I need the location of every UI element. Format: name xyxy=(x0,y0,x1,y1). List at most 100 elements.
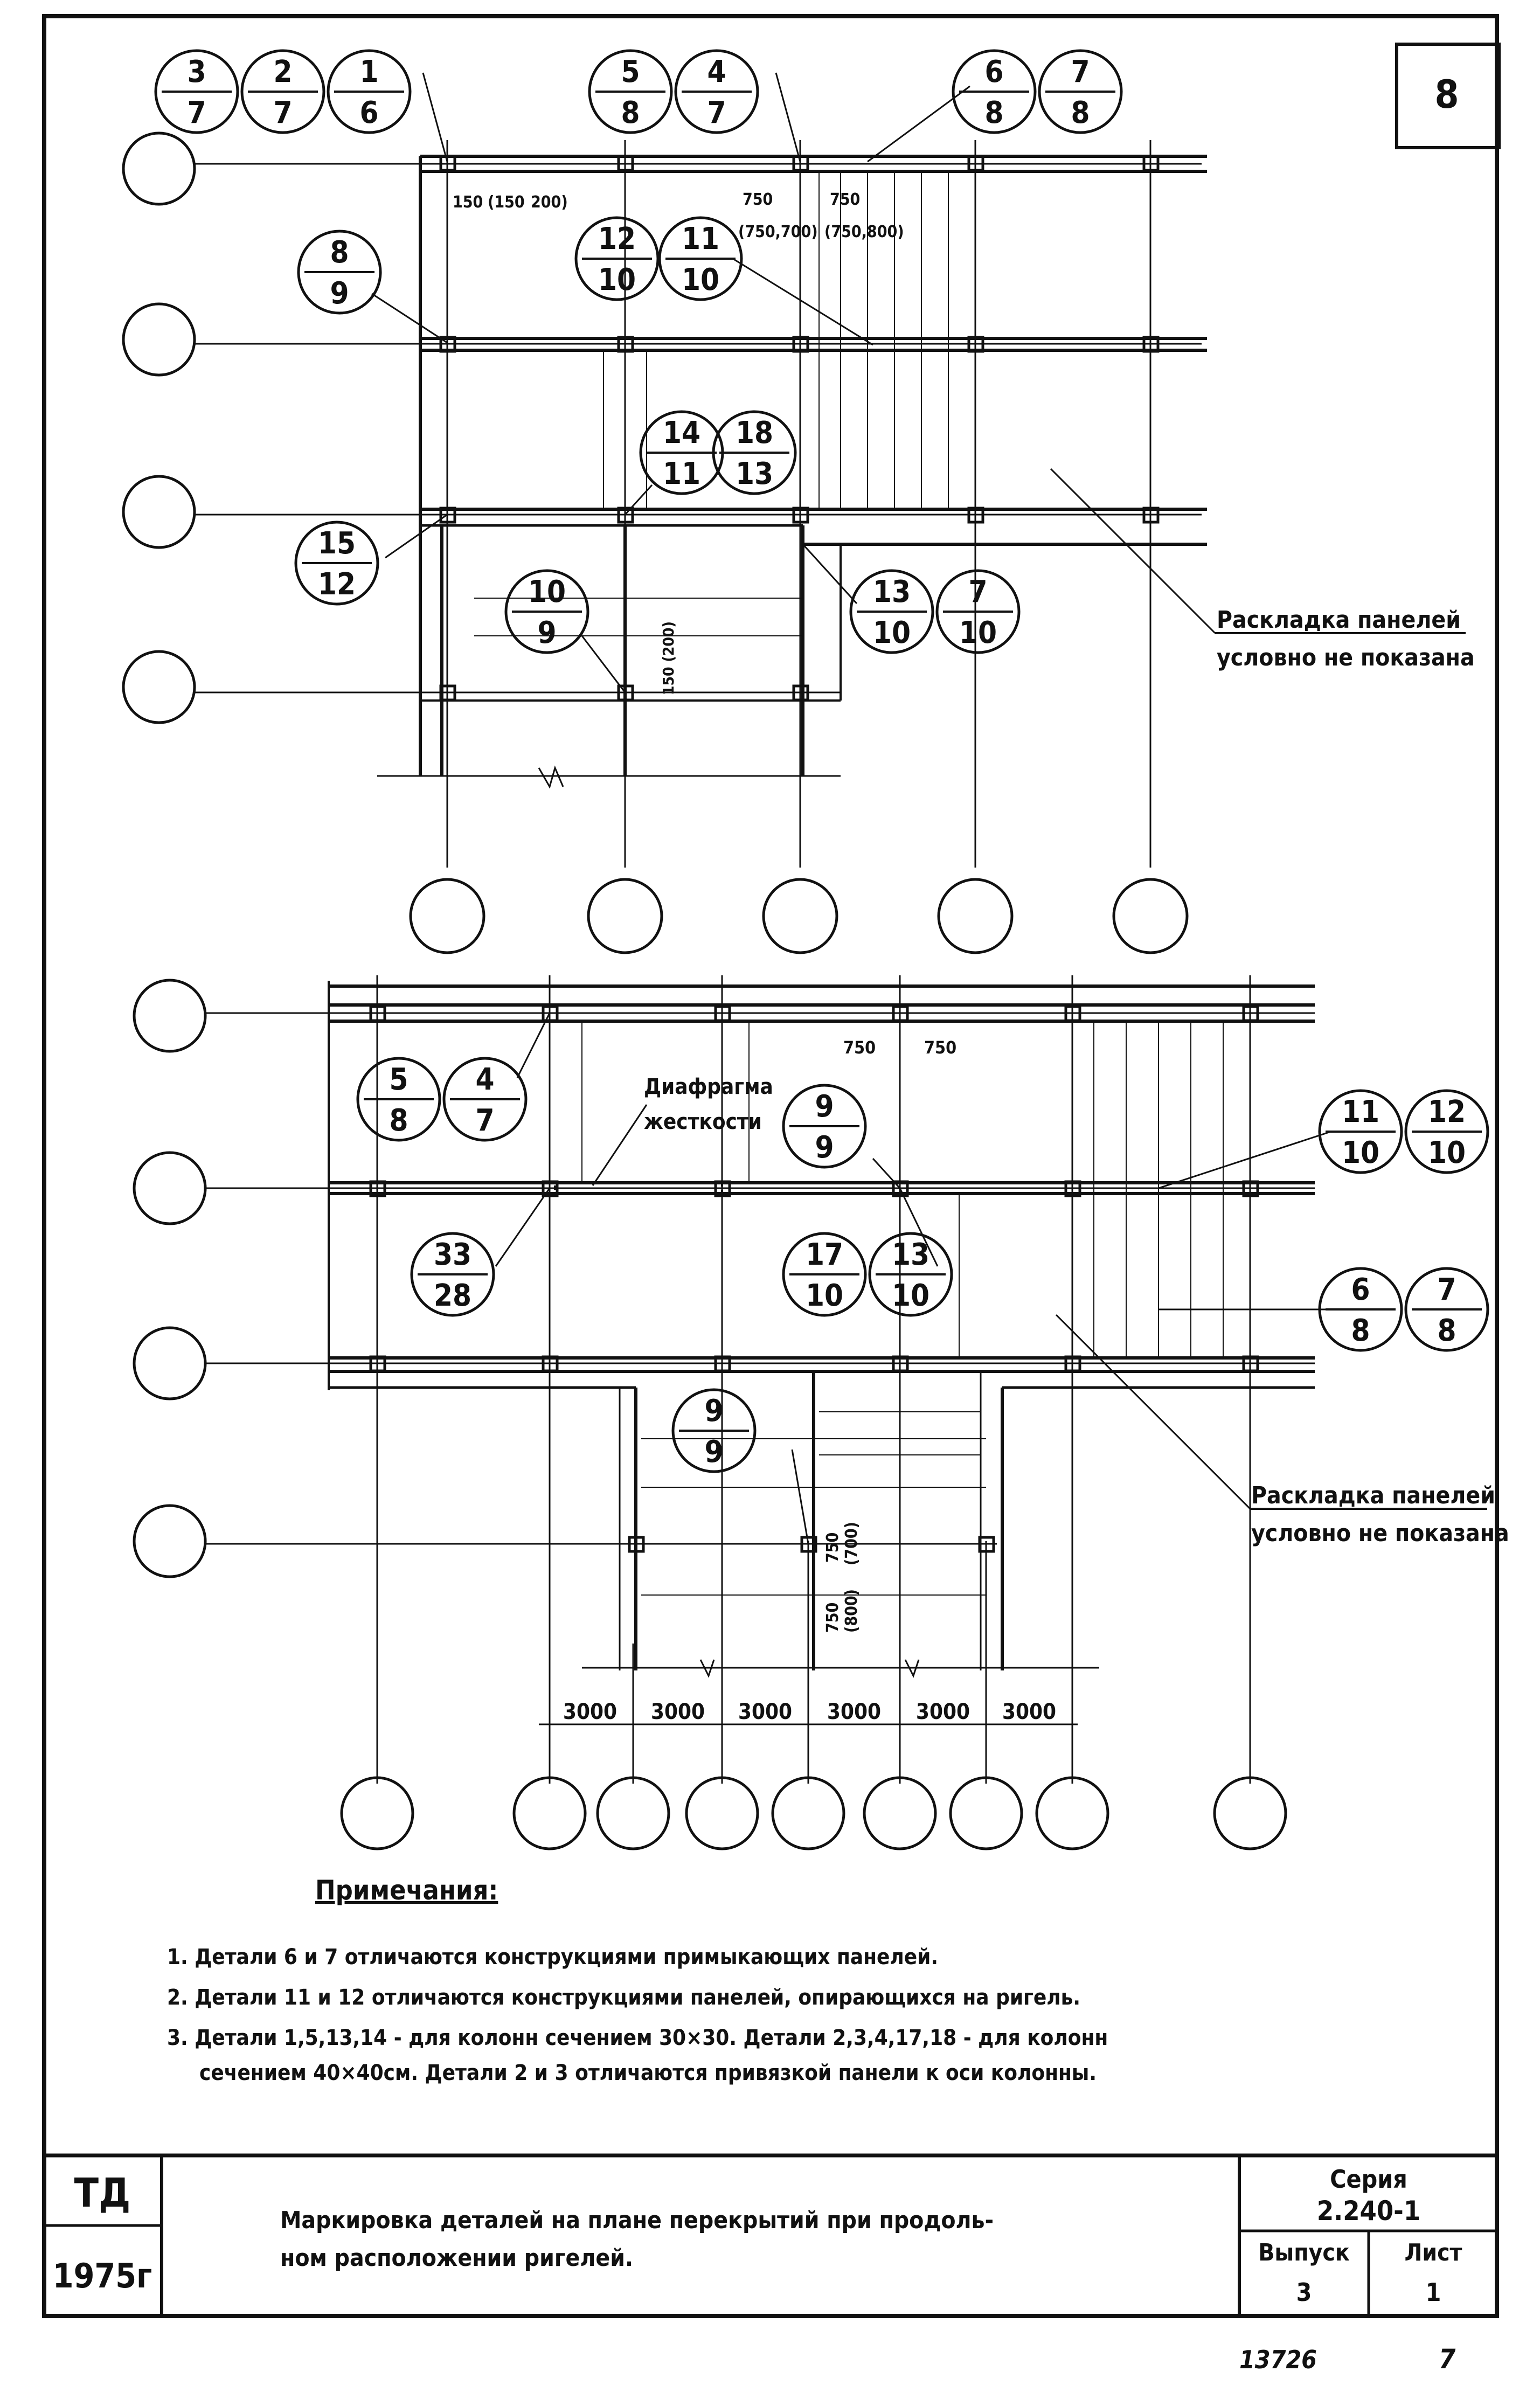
svg-text:10: 10 xyxy=(959,615,997,650)
plan-bottom: 3000 3000 3000 3000 3000 3000 750 750 75… xyxy=(133,975,1509,1850)
axis-bubble xyxy=(1213,1776,1287,1850)
svg-text:2: 2 xyxy=(273,54,292,89)
leader-line xyxy=(791,1449,809,1544)
spacing-dim: 3000 xyxy=(1002,1700,1056,1724)
sheet-value: 1 xyxy=(1426,2278,1441,2307)
axis-bubble xyxy=(133,979,207,1053)
dim-text: 750 xyxy=(924,1037,956,1058)
leader-line xyxy=(1158,1131,1331,1189)
axis-bubble xyxy=(1035,1776,1109,1850)
drawing-title-line2: ном расположении ригелей. xyxy=(280,2244,633,2272)
axis-bubble xyxy=(133,1326,207,1400)
leader-line xyxy=(422,72,448,162)
detail-marker: 710 xyxy=(935,569,1021,654)
dim-text: 750 xyxy=(823,1603,842,1633)
leader-line xyxy=(899,1188,939,1267)
dim-text: 750 xyxy=(843,1037,876,1058)
series-label: Серия xyxy=(1330,2165,1407,2194)
svg-text:7: 7 xyxy=(273,95,292,130)
axis-bubble xyxy=(771,1776,845,1850)
layout-note-line2: условно не показана xyxy=(1251,1520,1509,1547)
detail-marker: 58 xyxy=(588,49,673,134)
svg-text:10: 10 xyxy=(1342,1135,1379,1170)
spacing-dim: 3000 xyxy=(738,1700,792,1724)
dim-text: 150 (200) xyxy=(660,621,677,695)
svg-text:9: 9 xyxy=(704,1393,723,1429)
sheet-frame xyxy=(42,14,1499,2318)
svg-text:10: 10 xyxy=(1428,1135,1466,1170)
diaphragm-label-line2: жесткости xyxy=(644,1110,762,1134)
notes: Примечания: 1. Детали 6 и 7 отличаются к… xyxy=(167,1875,1108,2085)
note-item: 1. Детали 6 и 7 отличаются конструкциями… xyxy=(167,1945,938,1970)
spacing-dim: 3000 xyxy=(651,1700,705,1724)
svg-text:12: 12 xyxy=(598,221,636,256)
notes-title: Примечания: xyxy=(315,1875,498,1906)
svg-text:9: 9 xyxy=(330,276,349,311)
svg-text:8: 8 xyxy=(330,235,349,270)
svg-text:8: 8 xyxy=(621,95,640,130)
detail-marker: 109 xyxy=(504,569,589,654)
svg-text:5: 5 xyxy=(389,1062,408,1097)
leader-line xyxy=(371,293,448,344)
svg-text:13: 13 xyxy=(892,1237,929,1272)
svg-text:10: 10 xyxy=(682,262,719,297)
svg-text:7: 7 xyxy=(1071,54,1090,89)
svg-text:28: 28 xyxy=(434,1278,471,1313)
svg-text:5: 5 xyxy=(621,54,640,89)
axis-bubble xyxy=(949,1776,1023,1850)
detail-marker: 89 xyxy=(297,230,382,315)
leader-line xyxy=(732,258,873,346)
svg-text:11: 11 xyxy=(1342,1094,1379,1129)
svg-text:9: 9 xyxy=(537,615,556,650)
drawing-title-line1: Маркировка деталей на плане перекрытий п… xyxy=(280,2207,994,2234)
break-mark xyxy=(904,1659,920,1678)
detail-marker: 58 xyxy=(356,1057,441,1142)
svg-text:10: 10 xyxy=(806,1278,843,1313)
svg-text:7: 7 xyxy=(187,95,206,130)
axis-bubble xyxy=(1112,878,1189,954)
svg-text:10: 10 xyxy=(892,1278,929,1313)
detail-marker: 99 xyxy=(782,1084,867,1169)
spacing-dim: 3000 xyxy=(827,1700,881,1724)
svg-text:15: 15 xyxy=(318,526,356,561)
leader-line xyxy=(592,1104,648,1186)
svg-text:11: 11 xyxy=(663,456,700,491)
leader-line xyxy=(581,635,626,693)
issue-value: 3 xyxy=(1296,2278,1312,2307)
leader-line xyxy=(495,1188,551,1267)
detail-marker: 78 xyxy=(1404,1267,1489,1352)
axis-bubble xyxy=(340,1776,414,1850)
columns xyxy=(369,1005,1259,1553)
note-item: сечением 40×40см. Детали 2 и 3 отличаютс… xyxy=(199,2061,1097,2085)
axis-bubble xyxy=(685,1776,759,1850)
svg-text:18: 18 xyxy=(736,415,773,450)
leader-line xyxy=(1055,1314,1251,1510)
svg-text:4: 4 xyxy=(475,1062,494,1097)
svg-text:9: 9 xyxy=(815,1130,834,1165)
svg-text:14: 14 xyxy=(663,415,700,450)
detail-marker: 78 xyxy=(1038,49,1123,134)
detail-marker: 47 xyxy=(674,49,759,134)
spacing-dim: 3000 xyxy=(563,1700,617,1724)
svg-text:1: 1 xyxy=(359,54,378,89)
note-item: 3. Детали 1,5,13,14 - для колонн сечение… xyxy=(167,2026,1108,2050)
svg-text:9: 9 xyxy=(704,1434,723,1469)
issue-label: Выпуск xyxy=(1258,2239,1350,2266)
diaphragm-label-line1: Диафрагма xyxy=(644,1074,773,1099)
dim-text: 750 xyxy=(823,1533,842,1563)
detail-marker: 37 xyxy=(154,49,239,134)
svg-text:10: 10 xyxy=(528,574,566,609)
leader-line xyxy=(516,1013,551,1078)
detail-marker: 47 xyxy=(442,1057,528,1142)
detail-marker: 16 xyxy=(327,49,412,134)
svg-text:8: 8 xyxy=(389,1103,408,1138)
